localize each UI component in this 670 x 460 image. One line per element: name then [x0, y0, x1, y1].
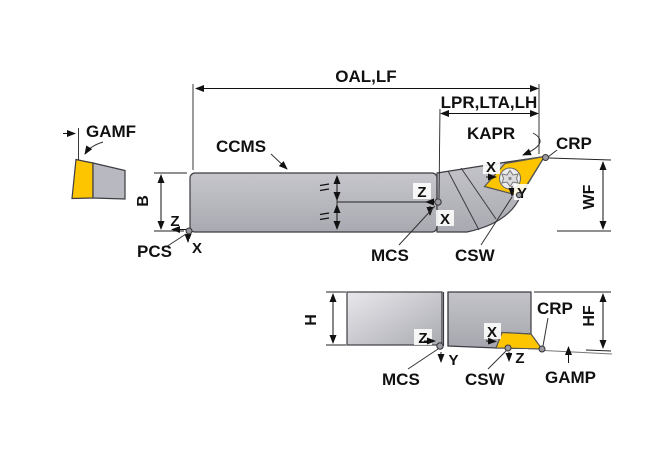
extension-line	[548, 157, 612, 161]
axis-z-insert-side: Z	[515, 350, 524, 367]
axis-z-mcs-side: Z	[418, 330, 427, 347]
crp-annotation-top: CRP	[542, 134, 592, 161]
axis-label-box	[436, 210, 454, 226]
csw-leader	[487, 350, 507, 370]
axis-x-insert-side: X	[487, 324, 497, 341]
gamp-label: GAMP	[545, 368, 596, 387]
pcs-annotation: Z X PCS	[137, 212, 205, 261]
h-label: H	[303, 314, 320, 326]
pcs-label: PCS	[137, 242, 172, 261]
csw-annotation-side: X Z CSW	[465, 323, 528, 389]
b-label: B	[135, 195, 152, 207]
axis-label-box	[413, 183, 431, 199]
crp-label-top: CRP	[556, 134, 592, 153]
extension-line	[585, 349, 612, 352]
axis-y-insert-top: Y	[517, 185, 527, 202]
mcs-annotation-top: Z X MCS	[371, 183, 454, 265]
axis-label-box	[446, 351, 461, 367]
csw-leader	[480, 196, 513, 246]
crp-point-top	[542, 154, 549, 161]
kapr-annotation: KAPR	[467, 124, 541, 156]
axis-x-arrow	[485, 337, 497, 345]
oal-lf-label: OAL,LF	[335, 67, 396, 86]
head-clamp-edge	[447, 170, 480, 231]
ccms-annotation: CCMS	[216, 137, 288, 170]
wf-label: WF	[581, 184, 598, 209]
crp-leader	[547, 149, 558, 158]
axis-y-mcs-side: Y	[448, 352, 458, 369]
axis-label-box	[512, 349, 528, 365]
mcs-point-side	[436, 342, 444, 350]
axis-z-pcs: Z	[170, 213, 179, 230]
mcs-leader	[407, 348, 439, 370]
oal-dimension: OAL,LF	[192, 67, 540, 170]
wf-dimension: WF	[548, 157, 612, 232]
crp-annotation-side: CRP	[537, 299, 573, 353]
mcs-label-side: MCS	[382, 370, 420, 389]
insert-profile-back	[92, 162, 126, 200]
crp-point-side	[538, 345, 546, 353]
mcs-label-top: MCS	[371, 246, 409, 265]
side-view: H HF Z Y MCS X Z	[303, 291, 613, 389]
lpr-dimension: LPR,LTA,LH	[438, 93, 539, 199]
insert-profile-front	[71, 158, 94, 200]
axis-x-insert-top: X	[486, 159, 496, 176]
head-clamp-edge	[460, 167, 497, 220]
top-view-shank	[189, 172, 438, 233]
kapr-leader	[522, 132, 541, 156]
axis-z-mcs-top: Z	[417, 184, 426, 201]
axis-label-box	[166, 212, 184, 228]
mcs-annotation-side: Z Y MCS	[382, 329, 461, 389]
hf-dimension: HF	[534, 291, 612, 352]
pcs-point	[185, 227, 193, 235]
side-view-insert	[495, 331, 544, 350]
csw-point-side	[504, 344, 512, 352]
axis-x-pcs: X	[192, 240, 202, 257]
axis-label-box	[189, 239, 205, 255]
h-dimension: H	[303, 291, 346, 346]
csw-annotation-top: X Y CSW	[455, 158, 530, 265]
hf-label: HF	[581, 305, 598, 327]
pcs-leader	[165, 233, 187, 248]
axis-label-box	[484, 323, 501, 339]
top-view: OAL,LF LPR,LTA,LH KAPR CRP CCMS	[135, 67, 612, 265]
csw-point-top	[515, 191, 523, 199]
axis-label-box	[483, 158, 500, 174]
insert-profile-view: GAMF	[63, 122, 136, 200]
crp-leader	[542, 317, 549, 347]
gamf-leader	[84, 141, 104, 155]
csw-label-side: CSW	[465, 370, 506, 389]
crp-label-side: CRP	[537, 299, 573, 318]
mcs-point-top	[434, 198, 442, 206]
ccms-label: CCMS	[216, 137, 266, 156]
ccms-leader	[270, 153, 288, 170]
gamf-label: GAMF	[86, 122, 136, 141]
axis-x-mcs-top: X	[440, 211, 450, 228]
kapr-label: KAPR	[467, 124, 515, 143]
gamp-reference-line	[543, 350, 613, 355]
equal-mark	[319, 183, 330, 221]
center-dimension	[319, 175, 436, 230]
mcs-leader	[398, 205, 436, 246]
gamp-annotation: GAMP	[545, 346, 596, 387]
lpr-lta-lh-label: LPR,LTA,LH	[441, 93, 538, 112]
extension-line	[438, 108, 441, 199]
csw-label-top: CSW	[455, 246, 496, 265]
